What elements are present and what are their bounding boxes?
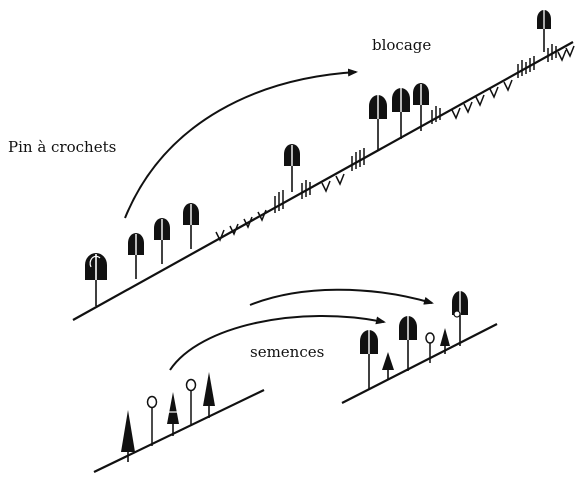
grass-tufts-upper (451, 79, 513, 120)
upper-slope-line (72, 41, 574, 321)
arrow-colonization (124, 68, 358, 219)
deciduous-seedling (185, 378, 197, 426)
pine-tree-mature (392, 88, 410, 139)
grass-tall-tufts (274, 180, 311, 213)
pine-tree-mature (369, 95, 387, 150)
pine-tree-mature (360, 330, 378, 389)
pine-tree-mature (128, 233, 144, 279)
pine-tree-mature (284, 144, 300, 192)
grass-tall-tufts (351, 148, 365, 171)
label-pin-a-crochets: Pin à crochets (8, 138, 117, 156)
pine-tree-mature (183, 203, 199, 249)
grass-tall-tufts (431, 106, 441, 124)
label-blocage: blocage (372, 36, 432, 54)
conifer-seedling (167, 392, 179, 436)
grass-tufts-upper (557, 45, 575, 62)
deciduous-seedling (425, 332, 435, 363)
lower-right-slope-line (341, 323, 498, 404)
pine-tree-mature (399, 316, 417, 371)
conifer-seedling (203, 372, 215, 418)
pine-tree-mature (413, 83, 429, 131)
deciduous-seedling (146, 395, 158, 446)
label-semences: semences (250, 343, 325, 361)
pine-tree-mature (154, 218, 170, 264)
conifer-seedling (382, 352, 394, 380)
arrow-seed-dispersal (169, 315, 386, 371)
arrow-seed-dispersal (249, 288, 434, 306)
pine-tree-mature (452, 291, 468, 346)
conifer-seedling (121, 410, 135, 462)
grass-tall-tufts (517, 44, 557, 78)
lower-left-slope-line (93, 389, 265, 473)
pine-tree-mature (537, 10, 551, 52)
conifer-seedling (440, 328, 450, 354)
grass-tufts-lower (215, 209, 267, 242)
pine-tree-mature (85, 253, 107, 306)
grass-tufts-mid (321, 173, 345, 193)
